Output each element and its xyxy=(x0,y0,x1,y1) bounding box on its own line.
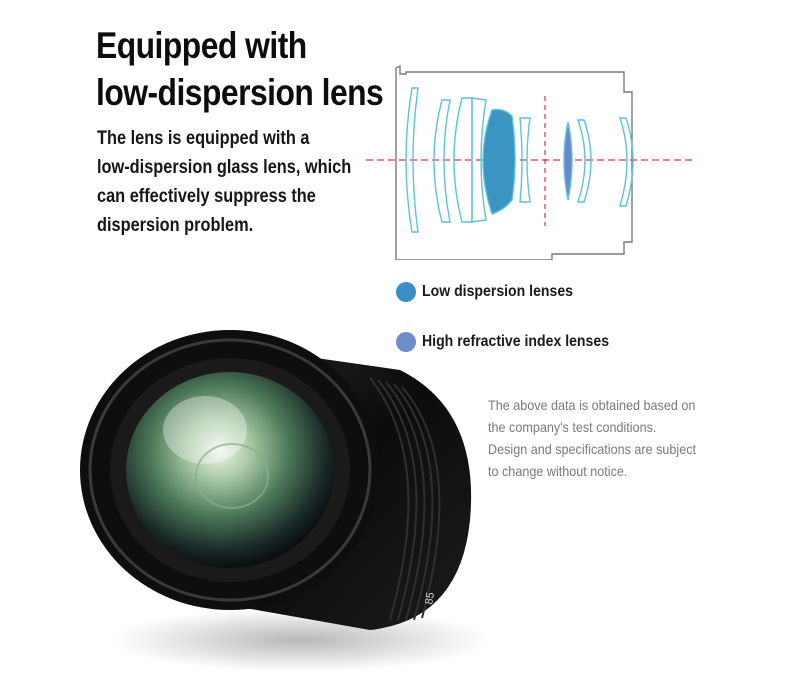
description-line-1: The lens is equipped with a xyxy=(97,128,310,149)
description-line-3: can effectively suppress the xyxy=(97,186,316,207)
disclaimer: The above data is obtained based on the … xyxy=(488,394,758,482)
description-line-4: dispersion problem. xyxy=(97,215,254,236)
high-refractive-swatch xyxy=(396,332,416,352)
legend-item-low-dispersion: Low dispersion lenses xyxy=(396,280,594,304)
aperture-blades xyxy=(195,443,269,509)
barrel-outline xyxy=(395,64,633,260)
disclaimer-line-3: Design and specifications are subject xyxy=(488,441,697,457)
focus-ring-ridges xyxy=(369,377,441,621)
lens-product-photo: 85 xyxy=(80,330,490,672)
low-dispersion-swatch xyxy=(396,282,416,302)
optical-diagram xyxy=(366,64,692,260)
legend-label-high-refractive: High refractive index lenses xyxy=(422,333,610,350)
lens-element-1 xyxy=(405,87,419,233)
description-line-2: low-dispersion glass lens, which xyxy=(97,157,352,178)
lens-element-8 xyxy=(577,119,592,203)
headline-line-2: low-dispersion lens xyxy=(96,72,384,113)
front-glass xyxy=(126,372,334,568)
legend-label-low-dispersion: Low dispersion lenses xyxy=(422,283,574,300)
lens-element-9 xyxy=(619,117,634,207)
lens-element-4 xyxy=(471,97,487,223)
headline: Equipped with low-dispersion lens xyxy=(96,22,384,116)
lens-focal-marking: 85 xyxy=(423,591,437,605)
legend-item-high-refractive: High refractive index lenses xyxy=(396,330,635,354)
high-refractive-element xyxy=(563,121,573,201)
low-dispersion-element xyxy=(482,108,516,215)
disclaimer-line-4: to change without notice. xyxy=(488,463,628,479)
lens-element-3 xyxy=(453,97,473,223)
description: The lens is equipped with a low-dispersi… xyxy=(97,124,355,240)
disclaimer-line-1: The above data is obtained based on xyxy=(488,397,696,413)
glass-reflection xyxy=(163,396,247,464)
lens-element-6 xyxy=(519,117,531,203)
disclaimer-line-2: the company's test conditions. xyxy=(488,419,657,435)
lens-element-2 xyxy=(433,99,451,223)
front-ring-highlight xyxy=(88,338,372,602)
headline-line-1: Equipped with xyxy=(96,25,307,66)
